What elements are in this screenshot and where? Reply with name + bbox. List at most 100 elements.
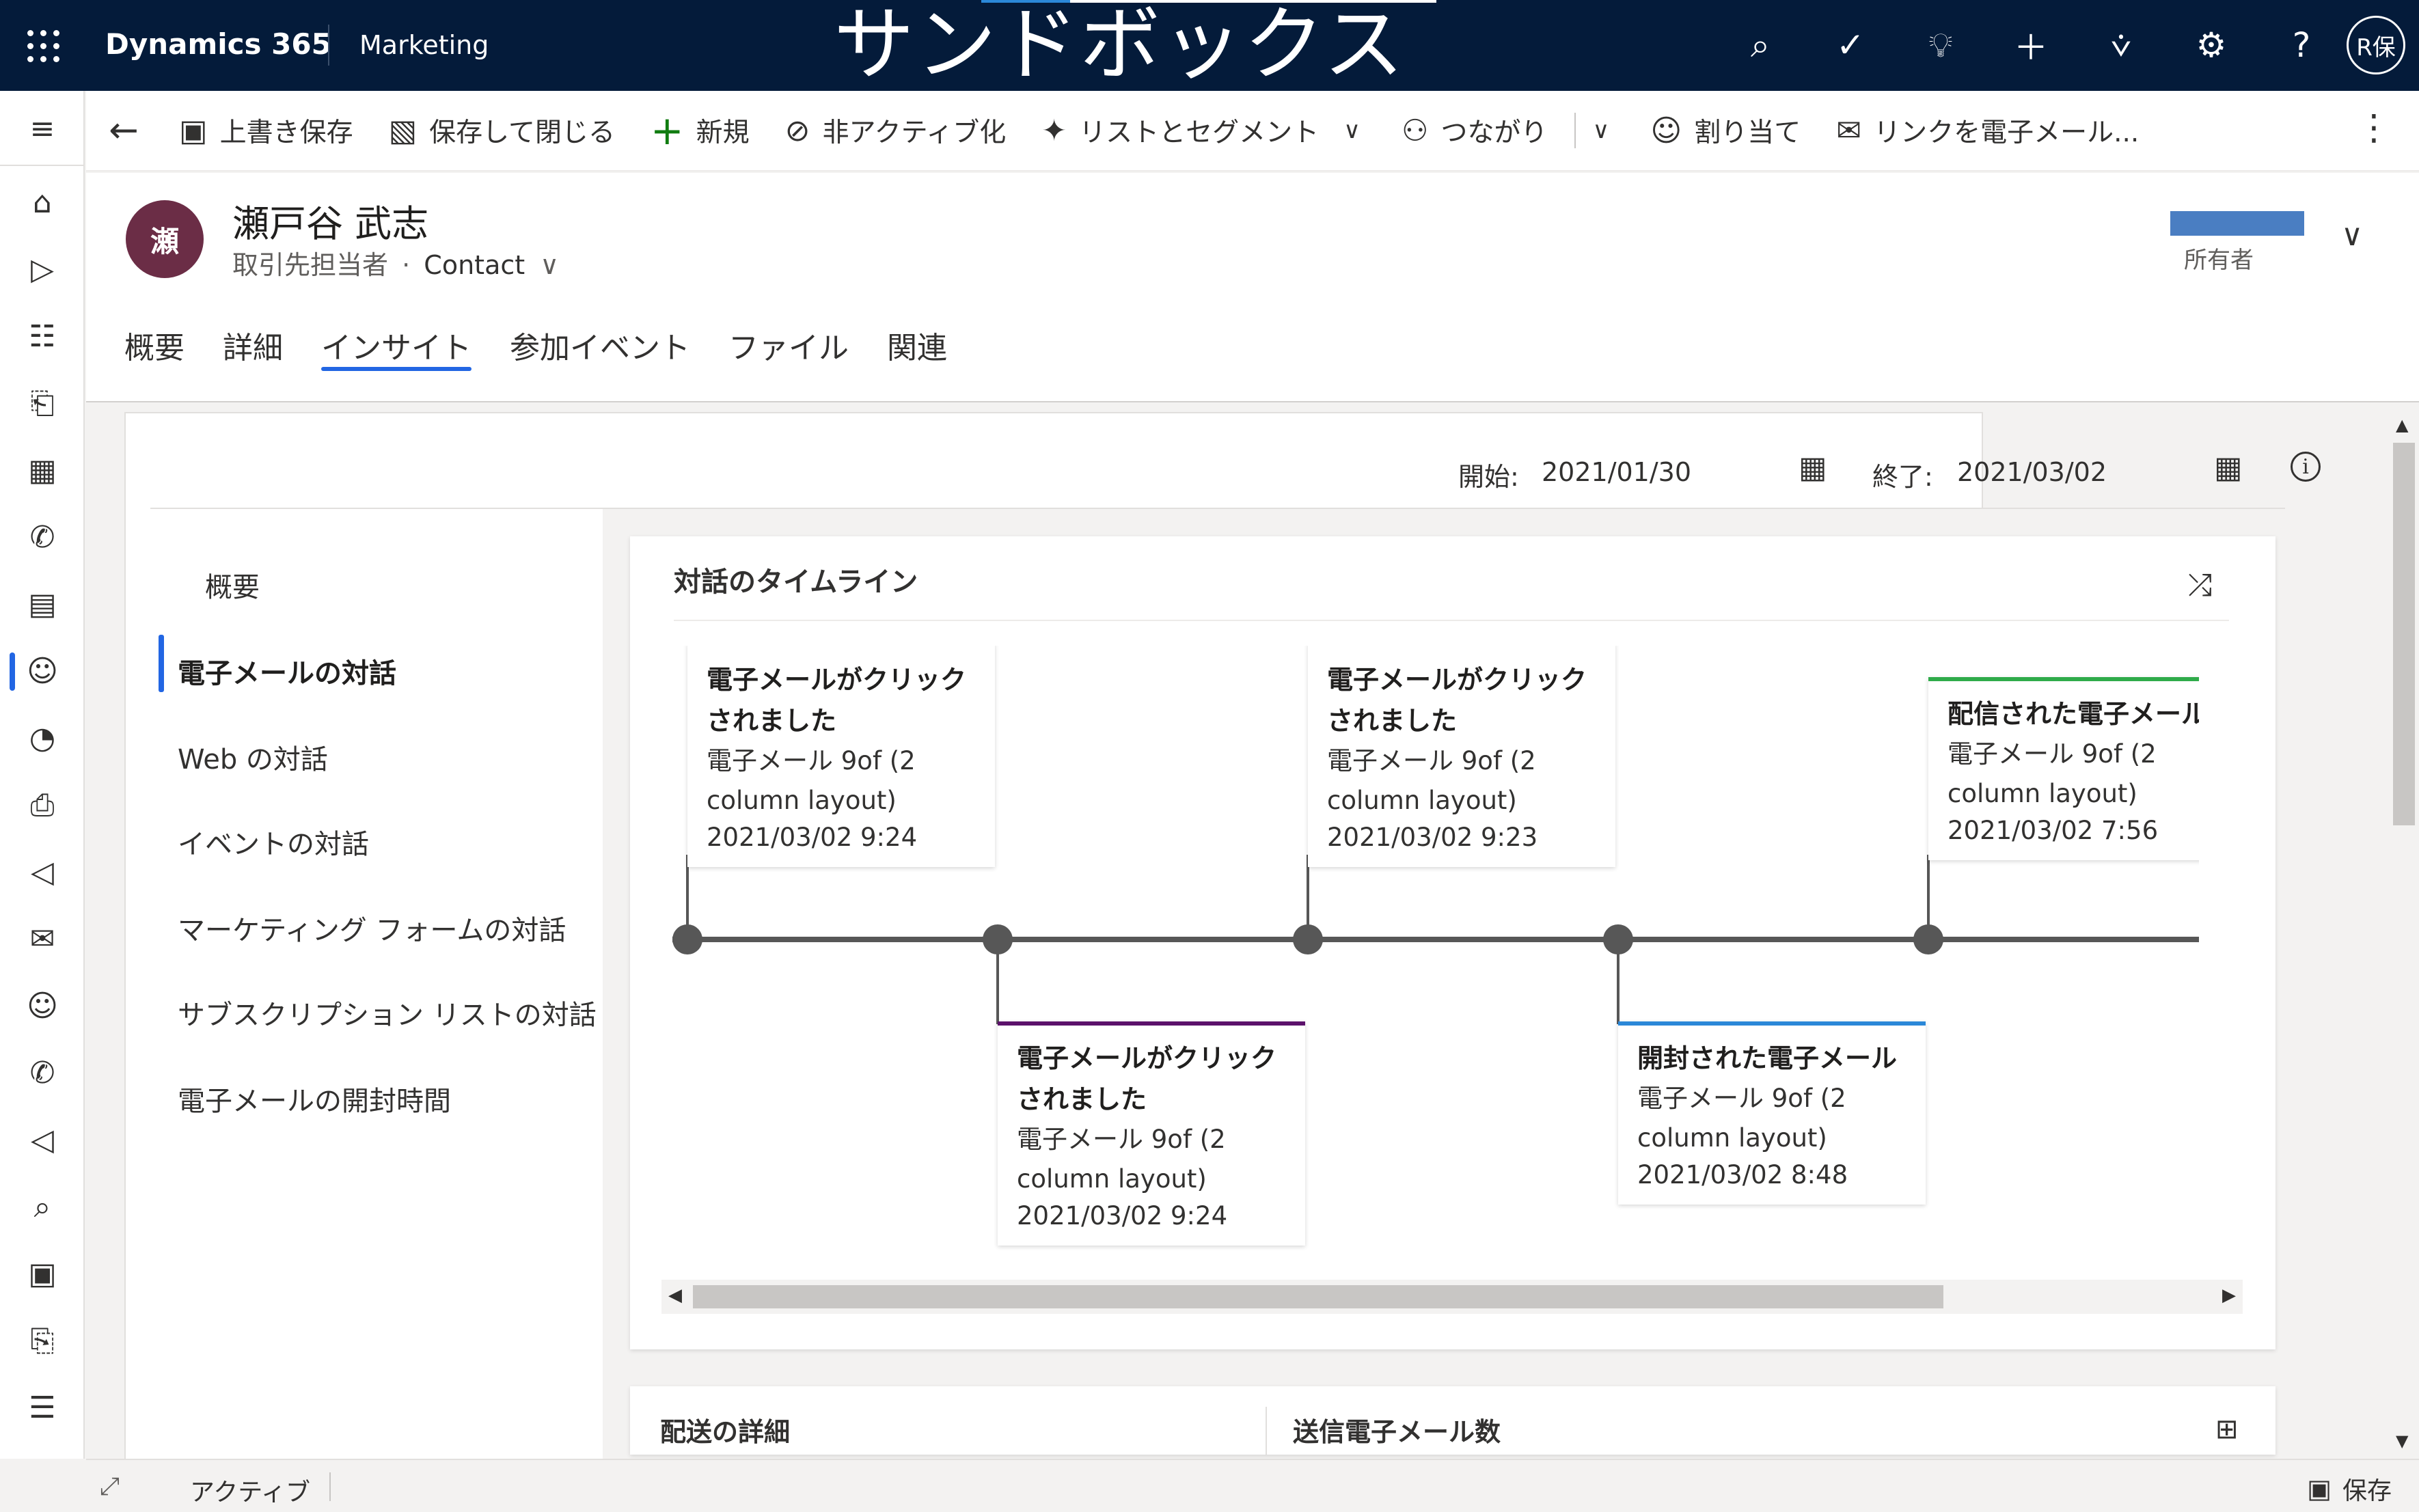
calendar-icon[interactable]: ▦ [2214, 450, 2243, 485]
new-button[interactable]: +新規 [651, 107, 750, 154]
lightbulb-icon[interactable]: 💡︎ [1928, 25, 1953, 65]
chevron-down-icon[interactable]: ∨ [1592, 117, 1610, 144]
timeline-horizontal-scrollbar[interactable]: ◀ ▶ [661, 1280, 2243, 1314]
timeline-event-card[interactable]: 電子メールがクリックされました 電子メール 9of (2 column layo… [1308, 646, 1615, 867]
sandbox-indicator [981, 0, 1436, 3]
scroll-up-arrow-icon[interactable]: ▲ [2396, 415, 2409, 435]
plus-icon[interactable]: ＋ [2014, 28, 2048, 68]
smile-icon[interactable]: ☺ [27, 988, 58, 1023]
timeline-event-card[interactable]: 配信された電子メール 電子メール 9of (2 column layout) 2… [1928, 677, 2199, 860]
back-arrow-icon[interactable]: ← [109, 110, 139, 151]
deactivate-icon: ⊘ [784, 113, 810, 148]
side-item-overview[interactable]: 概要 [205, 572, 260, 603]
megaphone-icon[interactable]: ◁ [31, 854, 54, 890]
info-icon[interactable]: i [2291, 452, 2321, 482]
connections-button[interactable]: ⚇つながり [1402, 113, 1548, 149]
building-icon[interactable]: ▣ [28, 1256, 57, 1291]
scroll-right-arrow-icon[interactable]: ▶ [2222, 1285, 2236, 1306]
owner-value[interactable] [2170, 211, 2304, 236]
save-icon: ▣ [179, 113, 208, 148]
email-link-icon: ✉ [1836, 113, 1862, 148]
timeline-event-card[interactable]: 電子メールがクリックされました 電子メール 9of (2 column layo… [687, 646, 995, 867]
tab-files[interactable]: ファイル [728, 331, 849, 366]
pie-chart-icon[interactable]: ◔ [29, 720, 56, 756]
owner-label: 所有者 [2184, 247, 2254, 274]
open-in-new-window-icon[interactable]: ⤢ [100, 1472, 120, 1500]
gear-icon[interactable]: ⚙ [2196, 25, 2227, 65]
help-icon[interactable]: ? [2292, 25, 2311, 65]
scroll-down-arrow-icon[interactable]: ▼ [2396, 1431, 2409, 1451]
tab-details[interactable]: 詳細 [223, 331, 283, 366]
start-date-input[interactable]: 2021/01/30 [1542, 457, 1692, 487]
timeline-event-card[interactable]: 電子メールがクリックされました 電子メール 9of (2 column layo… [998, 1021, 1305, 1246]
scroll-thumb[interactable] [693, 1285, 1943, 1308]
play-icon[interactable]: ▷ [31, 251, 54, 287]
event-subject: 電子メール 9of (2 column layout) [1948, 739, 2157, 808]
side-item-subscription-interactions[interactable]: サブスクリプション リストの対話 [178, 1000, 597, 1031]
contact-icon[interactable]: ☺ [0, 637, 85, 704]
app-title[interactable]: Dynamics 365 [105, 27, 331, 61]
expand-header-chevron-icon[interactable]: ∨ [2341, 218, 2364, 253]
tab-events[interactable]: 参加イベント [510, 331, 690, 366]
top-bar: Dynamics 365 Marketing サンドボックス ⌕ ✓ 💡︎ ＋ … [0, 0, 2419, 91]
side-item-web-interactions[interactable]: Web の対話 [178, 744, 328, 775]
delivery-details-title: 配送の詳細 [660, 1417, 791, 1447]
status-bar: ⤢ アクティブ ▣ 保存 [86, 1459, 2419, 1512]
notebook-icon[interactable]: ▤ [28, 586, 57, 622]
app-launcher-icon[interactable] [27, 30, 59, 62]
scroll-left-arrow-icon[interactable]: ◀ [668, 1285, 682, 1306]
start-date-label: 開始: [1458, 462, 1519, 492]
interaction-timeline-card: 対話のタイムライン ⤮ [630, 536, 2276, 1349]
calendar-icon[interactable]: ▦ [28, 452, 57, 488]
deactivate-button[interactable]: ⊘非アクティブ化 [784, 113, 1007, 149]
save-button[interactable]: ▣上書き保存 [179, 113, 353, 149]
mail-icon[interactable]: ✉ [29, 921, 55, 957]
status-save-button[interactable]: ▣ 保存 [2307, 1474, 2392, 1505]
task-check-icon[interactable]: ✓ [1836, 25, 1865, 65]
assign-button[interactable]: ☺割り当て [1650, 113, 1801, 149]
hamburger-icon[interactable]: ≡ [29, 111, 55, 146]
timeline-stem [686, 855, 689, 937]
form-search-icon[interactable]: ⌕ [33, 1189, 51, 1224]
topbar-divider [328, 25, 329, 66]
pages-icon[interactable]: ⎗ [30, 385, 55, 421]
form-selector[interactable]: Contact [424, 250, 525, 280]
side-item-email-interactions[interactable]: 電子メールの対話 [178, 658, 396, 689]
email-link-button[interactable]: ✉リンクを電子メール... [1836, 113, 2140, 149]
document-icon[interactable]: ⎙ [30, 787, 55, 823]
report-icon[interactable]: ⎘ [30, 1323, 55, 1358]
scroll-thumb[interactable] [2393, 443, 2415, 825]
record-header: 瀬 瀬戸谷 武志 取引先担当者 · Contact ∨ 所有者 ∨ 概要 詳細 … [86, 173, 2419, 402]
timeline-event-card[interactable]: 開封された電子メール 電子メール 9of (2 column layout) 2… [1618, 1021, 1926, 1205]
tab-related[interactable]: 関連 [887, 331, 947, 366]
side-item-email-open-times[interactable]: 電子メールの開封時間 [178, 1086, 451, 1117]
user-avatar[interactable]: R保 [2347, 16, 2405, 74]
save-close-button[interactable]: ▧保存して閉じる [388, 113, 616, 149]
insights-side-menu: 概要 電子メールの対話 Web の対話 イベントの対話 マーケティング フォーム… [150, 509, 629, 1459]
record-status: アクティブ [190, 1479, 311, 1507]
chevron-down-icon[interactable]: ∨ [1343, 117, 1361, 144]
chevron-down-icon[interactable]: ∨ [540, 250, 560, 280]
phone-settings-icon[interactable]: ✆ [29, 1055, 55, 1090]
shuffle-icon[interactable]: ⤮ [2188, 568, 2213, 603]
search-icon[interactable]: ⌕ [1751, 25, 1770, 65]
phone-icon[interactable]: ✆ [29, 519, 55, 555]
side-item-event-interactions[interactable]: イベントの対話 [178, 829, 369, 860]
lists-segments-button[interactable]: ✦リストとセグメント [1041, 113, 1320, 149]
list-icon[interactable]: ☰ [29, 1390, 56, 1425]
filter-icon[interactable]: ⩒ [2110, 25, 2132, 65]
end-date-input[interactable]: 2021/03/02 [1957, 457, 2107, 487]
side-item-form-interactions[interactable]: マーケティング フォームの対話 [178, 915, 566, 946]
calendar-icon[interactable]: ▦ [1799, 450, 1827, 485]
status-separator [329, 1472, 331, 1501]
excel-export-icon[interactable]: ⊞ [2215, 1414, 2239, 1445]
page-vertical-scrollbar[interactable]: ▲ ▼ [2389, 410, 2419, 1459]
segments-icon[interactable]: ☷ [29, 318, 56, 354]
campaign-icon[interactable]: ◁ [31, 1122, 54, 1157]
tab-insights[interactable]: インサイト [321, 316, 472, 378]
tab-summary[interactable]: 概要 [124, 331, 184, 366]
home-icon[interactable]: ⌂ [33, 184, 52, 220]
more-options-icon[interactable]: ⋮ [2356, 107, 2392, 148]
app-module[interactable]: Marketing [359, 30, 489, 60]
nav-separator [0, 165, 85, 166]
